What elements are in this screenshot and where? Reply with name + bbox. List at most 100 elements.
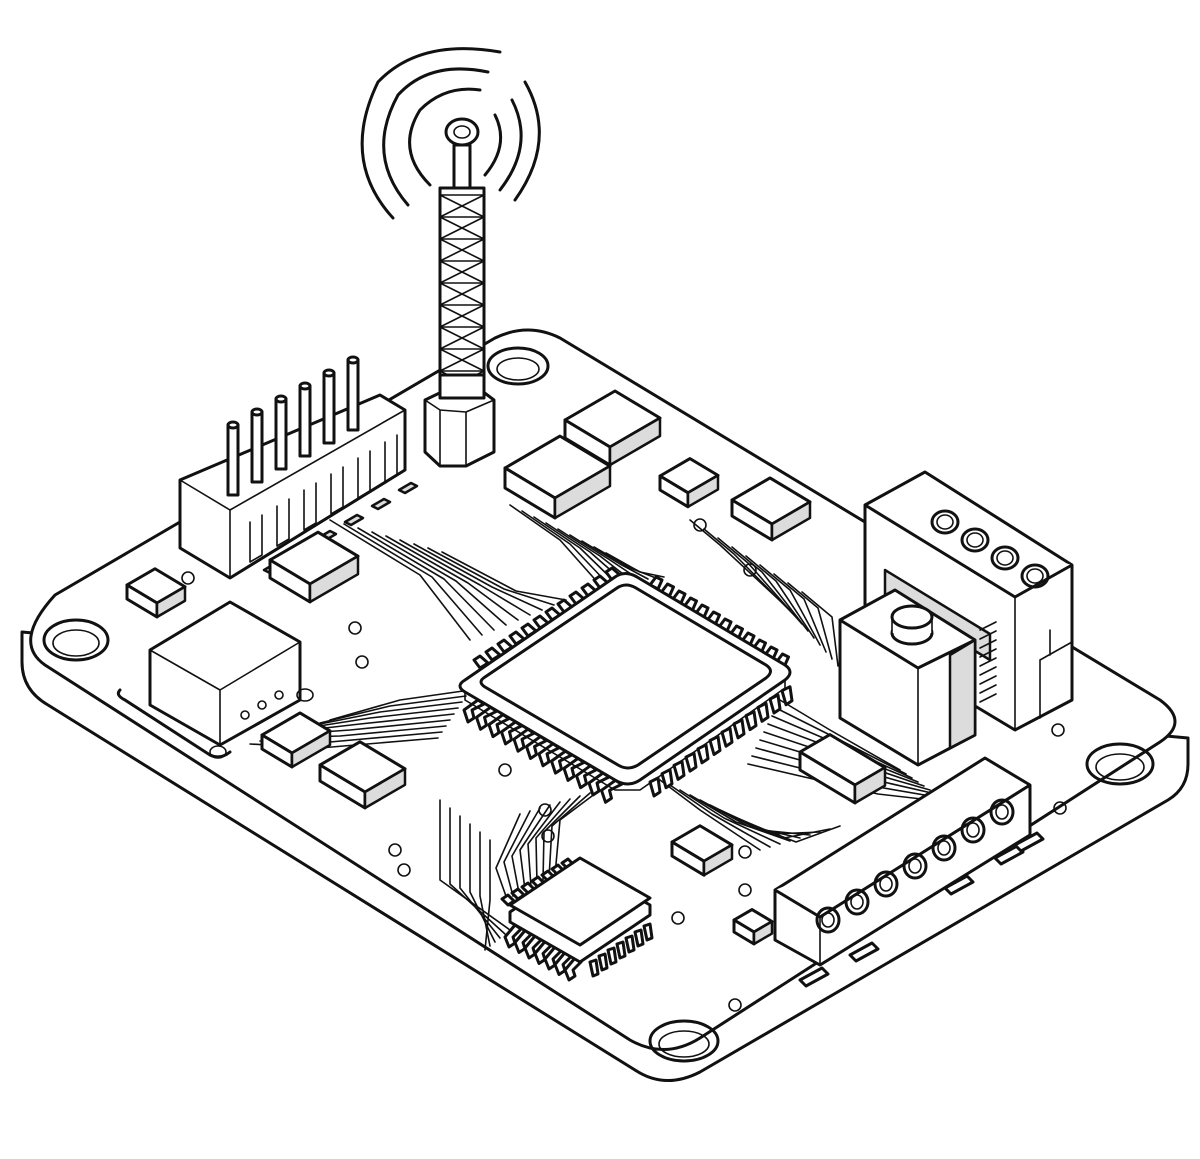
trace [703, 528, 797, 618]
via [498, 763, 512, 777]
trace [343, 523, 483, 636]
via [541, 829, 555, 843]
header-pin-tip [322, 368, 336, 378]
header-pin-tip [298, 381, 312, 391]
via [738, 845, 752, 859]
trace [739, 819, 841, 843]
mounting-hole-icon [486, 346, 550, 386]
trace [533, 516, 617, 584]
via [1053, 801, 1067, 815]
via [671, 911, 685, 925]
header-slot [303, 482, 317, 531]
trace [605, 552, 665, 578]
header-pad [370, 497, 392, 511]
lattice-seg [439, 282, 485, 306]
mcu-pin [780, 685, 794, 707]
smd-component-icon [798, 733, 887, 805]
trace [519, 804, 551, 891]
trace [759, 564, 821, 646]
strip-hole-inner [908, 858, 922, 874]
mcu-pin [756, 701, 770, 723]
strip-foot [943, 874, 975, 896]
trace [357, 527, 495, 631]
header-pad [343, 513, 365, 527]
terminal-strip-icon [773, 756, 1045, 988]
smd-front [702, 843, 734, 877]
pin-header-icon [178, 355, 419, 580]
strip-hole-inner [850, 894, 864, 910]
trace [511, 807, 541, 894]
trace [773, 573, 827, 653]
header-pin [298, 384, 312, 458]
mounting-holes [42, 346, 1155, 1063]
fin [979, 684, 997, 694]
terminal-hole-inner [966, 532, 984, 548]
strip-hole [844, 888, 870, 916]
via [397, 863, 411, 877]
smd-front [308, 554, 360, 604]
strip-hole [902, 852, 928, 880]
chip-pin [615, 940, 627, 960]
via [388, 843, 402, 857]
header-slot [357, 450, 371, 499]
strip-foot [993, 844, 1025, 866]
header-pin-tip [250, 407, 264, 417]
header-slot [249, 514, 263, 563]
lattice-seg [439, 348, 485, 372]
smd-component-icon [260, 711, 332, 769]
trace [659, 779, 761, 851]
chip-pin [606, 946, 618, 966]
smd-components [125, 389, 887, 946]
header-slot [384, 434, 398, 483]
trace [581, 540, 649, 580]
trace [679, 789, 781, 845]
smd-front [608, 416, 662, 467]
smd-component-icon [670, 824, 734, 877]
via [538, 803, 552, 817]
chip-pin [588, 958, 600, 978]
trace [441, 551, 567, 601]
smd-front [752, 920, 774, 946]
trace [495, 813, 521, 900]
strip-hole [873, 870, 899, 898]
mcu-pin [768, 693, 782, 715]
fin [979, 666, 997, 676]
strip-hole-inner [821, 912, 835, 928]
terminal-hole-inner [936, 514, 954, 530]
microcontroller-chip-icon [458, 566, 794, 804]
strip-hole-inner [879, 876, 893, 892]
smd-front [290, 729, 332, 769]
strip-foot [1013, 831, 1045, 853]
via [181, 571, 195, 585]
terminal-hole [990, 545, 1020, 571]
vias [181, 518, 1067, 1012]
fin [979, 621, 997, 631]
trace [717, 537, 803, 625]
lattice-seg [439, 260, 485, 284]
terminal-hole-inner [996, 550, 1014, 566]
terminal-hole [960, 527, 990, 553]
header-pin [250, 410, 264, 484]
trace [527, 801, 561, 888]
strip-hole [989, 798, 1015, 826]
strip-hole-inner [995, 804, 1009, 820]
trace [779, 699, 901, 771]
strip-foot [848, 941, 880, 963]
trace [484, 839, 491, 951]
trace [371, 531, 507, 626]
via [693, 518, 707, 532]
trace [329, 519, 471, 641]
lattice-seg [439, 194, 485, 218]
fin [979, 639, 997, 649]
via [355, 655, 369, 669]
trace [669, 784, 771, 848]
via [738, 883, 752, 897]
header-pin-tip [346, 355, 360, 365]
trace [548, 792, 591, 879]
trace [745, 555, 815, 639]
via [1051, 723, 1065, 737]
header-pin-tip [226, 420, 240, 430]
chip-pin [597, 952, 609, 972]
mcu-pin [744, 710, 758, 732]
